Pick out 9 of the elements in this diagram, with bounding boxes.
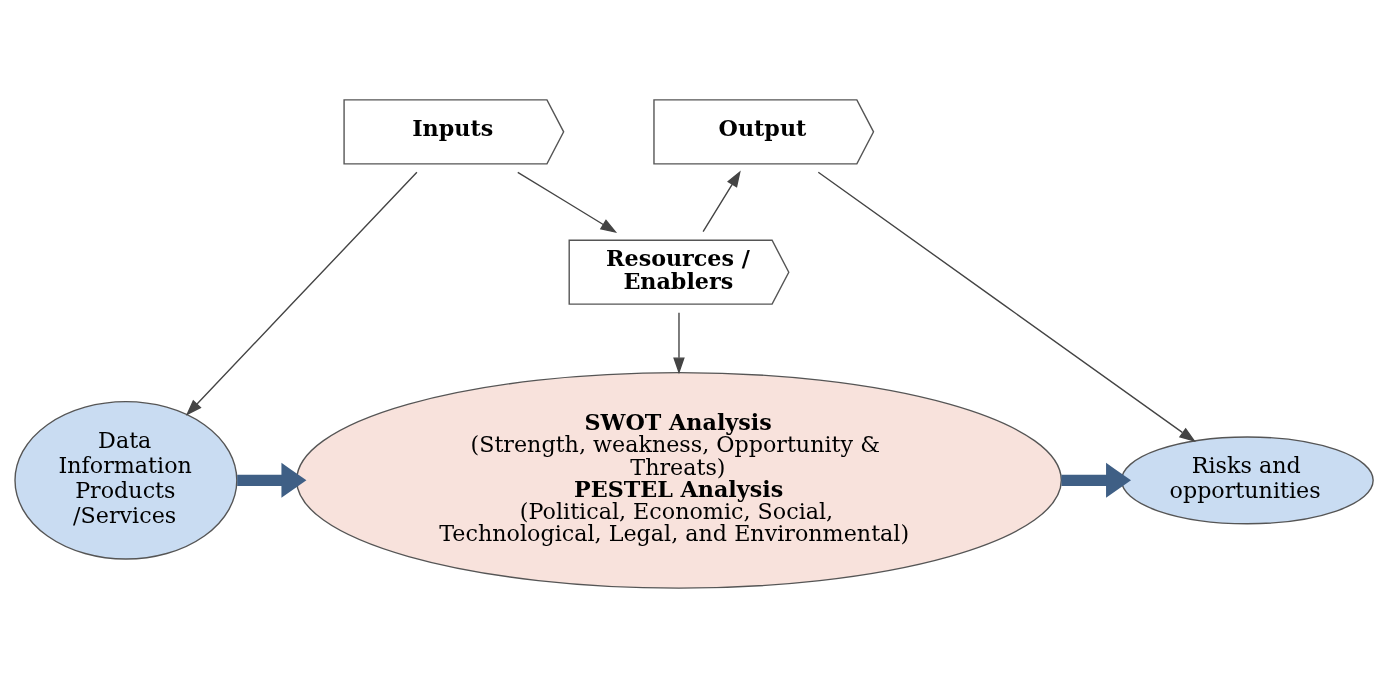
arrow — [237, 462, 307, 498]
arrow — [817, 171, 1196, 442]
node-ellipse: Risks and opportunities — [1120, 435, 1374, 524]
arrow — [185, 171, 418, 416]
arrow — [702, 170, 741, 232]
arrow — [517, 171, 618, 233]
arrow — [1061, 462, 1132, 498]
node-ellipse: SWOT Analysis (Strength, weakness, Opportunity & Threats) PESTEL Analysis (Political, Economic, Social, Technological, Legal, and Environmental) — [295, 371, 1062, 589]
arrow — [673, 311, 685, 374]
